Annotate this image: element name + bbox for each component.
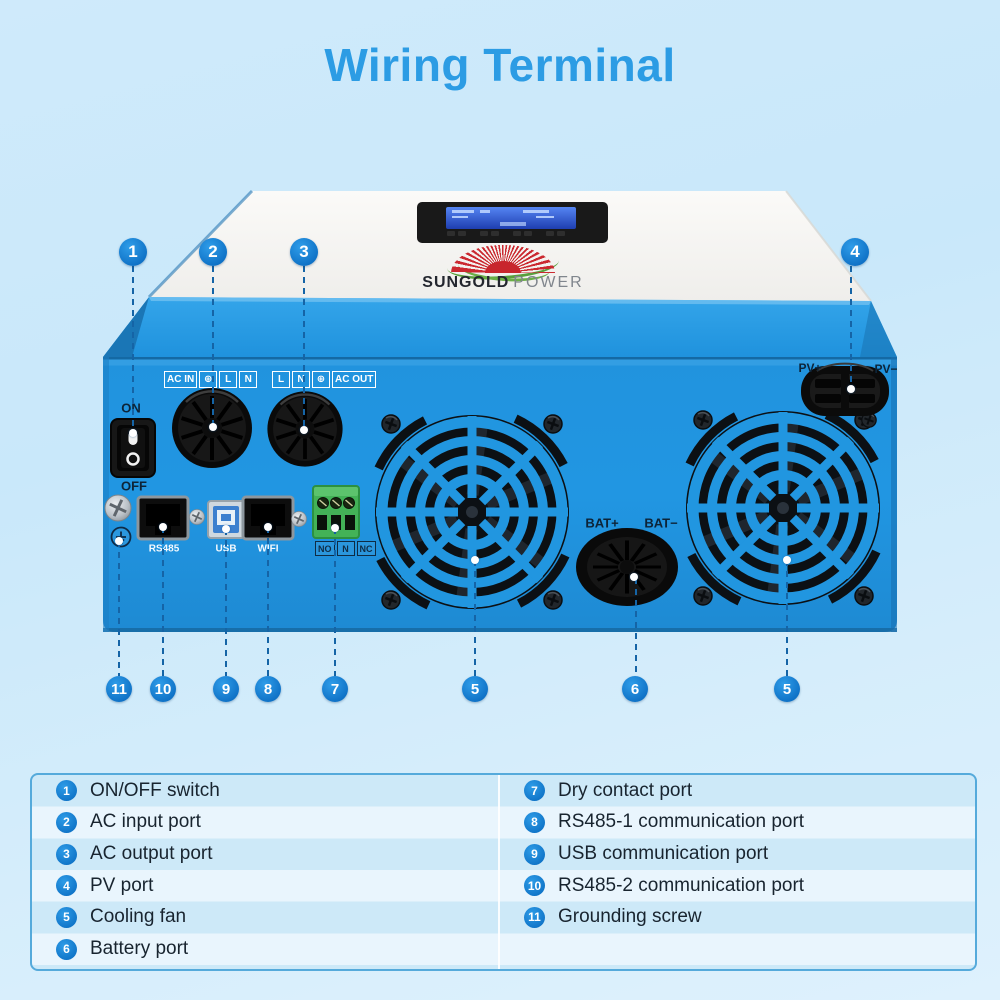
legend-badge-6: 6 bbox=[56, 938, 77, 960]
leader-dot bbox=[300, 426, 308, 434]
legend-row-10: 10 RS485-2 communication port bbox=[500, 870, 975, 902]
usb-port[interactable] bbox=[207, 500, 245, 539]
on-label: ON bbox=[121, 400, 141, 416]
legend-label-2: AC input port bbox=[90, 811, 201, 833]
legend-label-10: RS485-2 communication port bbox=[558, 874, 805, 896]
leader-line-8 bbox=[267, 527, 269, 676]
lcd-display-panel bbox=[417, 202, 608, 243]
callout-5-right: 5 bbox=[774, 676, 800, 702]
legend-badge-4: 4 bbox=[56, 875, 77, 897]
legend-badge-10: 10 bbox=[524, 875, 545, 897]
leader-dot bbox=[129, 429, 137, 437]
panel-screw bbox=[290, 510, 308, 528]
legend-row-empty bbox=[500, 933, 975, 965]
callout-7: 7 bbox=[322, 676, 348, 702]
brand-name-sungold: SUNGOLD bbox=[422, 274, 510, 291]
legend-row-11: 11 Grounding screw bbox=[500, 902, 975, 934]
legend-label-6: Battery port bbox=[90, 938, 189, 960]
legend-row-6: 6 Battery port bbox=[32, 933, 498, 965]
leader-dot bbox=[159, 523, 167, 531]
leader-dot bbox=[264, 523, 272, 531]
rs485-label: RS485 bbox=[148, 543, 180, 555]
leader-line-2 bbox=[212, 266, 214, 427]
leader-dot bbox=[783, 556, 791, 564]
off-label: OFF bbox=[121, 478, 147, 494]
leader-line-6 bbox=[635, 578, 637, 676]
legend-label-7: Dry contact port bbox=[558, 779, 693, 801]
leader-dot bbox=[471, 556, 479, 564]
legend-label-11: Grounding screw bbox=[558, 906, 702, 928]
pv-plus-label: PV+ bbox=[798, 361, 822, 375]
on-off-switch[interactable] bbox=[110, 418, 156, 478]
leader-dot bbox=[847, 385, 855, 393]
legend-badge-8: 8 bbox=[524, 811, 545, 833]
legend-row-4: 4 PV port bbox=[32, 870, 498, 902]
leader-dot bbox=[331, 524, 339, 532]
callout-8: 8 bbox=[255, 676, 281, 702]
pv-port[interactable] bbox=[801, 362, 889, 416]
battery-port[interactable] bbox=[576, 528, 678, 606]
callout-6: 6 bbox=[622, 676, 648, 702]
callout-4: 4 bbox=[841, 238, 869, 266]
leader-line-10 bbox=[162, 527, 164, 676]
logo-sun-core-icon bbox=[485, 261, 521, 273]
leader-dot bbox=[222, 525, 230, 533]
legend-label-9: USB communication port bbox=[558, 843, 769, 865]
legend-row-5: 5 Cooling fan bbox=[32, 902, 498, 934]
callout-1: 1 bbox=[119, 238, 147, 266]
leader-dot bbox=[209, 423, 217, 431]
leader-line-5a bbox=[474, 560, 476, 676]
callout-5-left: 5 bbox=[462, 676, 488, 702]
leader-line-4 bbox=[850, 266, 852, 388]
bat-minus-label: BAT− bbox=[644, 515, 678, 531]
display-buttons[interactable] bbox=[447, 231, 565, 236]
legend-label-4: PV port bbox=[90, 874, 154, 896]
brand-name-power: POWER bbox=[513, 274, 584, 291]
leader-line-3 bbox=[303, 266, 305, 430]
panel-screw bbox=[188, 508, 206, 526]
legend-badge-1: 1 bbox=[56, 780, 77, 802]
callout-9: 9 bbox=[213, 676, 239, 702]
legend-row-2: 2 AC input port bbox=[32, 807, 498, 839]
legend-badge-5: 5 bbox=[56, 906, 77, 928]
device-top-bevel bbox=[103, 297, 897, 357]
leader-line-11 bbox=[118, 541, 120, 676]
callout-3: 3 bbox=[290, 238, 318, 266]
legend-row-3: 3 AC output port bbox=[32, 838, 498, 870]
legend-badge-11: 11 bbox=[524, 906, 545, 928]
legend-row-9: 9 USB communication port bbox=[500, 838, 975, 870]
page-title: Wiring Terminal bbox=[324, 39, 676, 91]
leader-line-7 bbox=[334, 528, 336, 676]
leader-line-9 bbox=[225, 529, 227, 676]
pv-minus-label: PV− bbox=[874, 362, 898, 376]
leader-dot bbox=[630, 573, 638, 581]
legend-column-left: 1 ON/OFF switch 2 AC input port 3 AC out… bbox=[32, 775, 498, 969]
dry-contact-terminal[interactable] bbox=[312, 485, 360, 539]
legend-row-7: 7 Dry contact port bbox=[500, 775, 975, 807]
callout-11: 11 bbox=[106, 676, 132, 702]
leader-dot bbox=[115, 537, 123, 545]
legend-label-1: ON/OFF switch bbox=[90, 779, 220, 801]
legend-badge-9: 9 bbox=[524, 843, 545, 865]
legend-badge-2: 2 bbox=[56, 811, 77, 833]
grounding-screw[interactable] bbox=[103, 493, 133, 523]
bat-plus-label: BAT+ bbox=[585, 515, 619, 531]
callout-10: 10 bbox=[150, 676, 176, 702]
callout-2: 2 bbox=[199, 238, 227, 266]
legend-row-1: 1 ON/OFF switch bbox=[32, 775, 498, 807]
legend-label-5: Cooling fan bbox=[90, 906, 187, 928]
leader-line-1 bbox=[132, 266, 134, 433]
legend-badge-3: 3 bbox=[56, 843, 77, 865]
legend-column-right: 7 Dry contact port 8 RS485-1 communicati… bbox=[498, 775, 975, 969]
legend-label-3: AC output port bbox=[90, 843, 213, 865]
legend-row-8: 8 RS485-1 communication port bbox=[500, 807, 975, 839]
legend-badge-7: 7 bbox=[524, 780, 545, 802]
legend-label-8: RS485-1 communication port bbox=[558, 811, 805, 833]
legend-panel: 1 ON/OFF switch 2 AC input port 3 AC out… bbox=[30, 773, 977, 971]
leader-line-5b bbox=[786, 560, 788, 676]
